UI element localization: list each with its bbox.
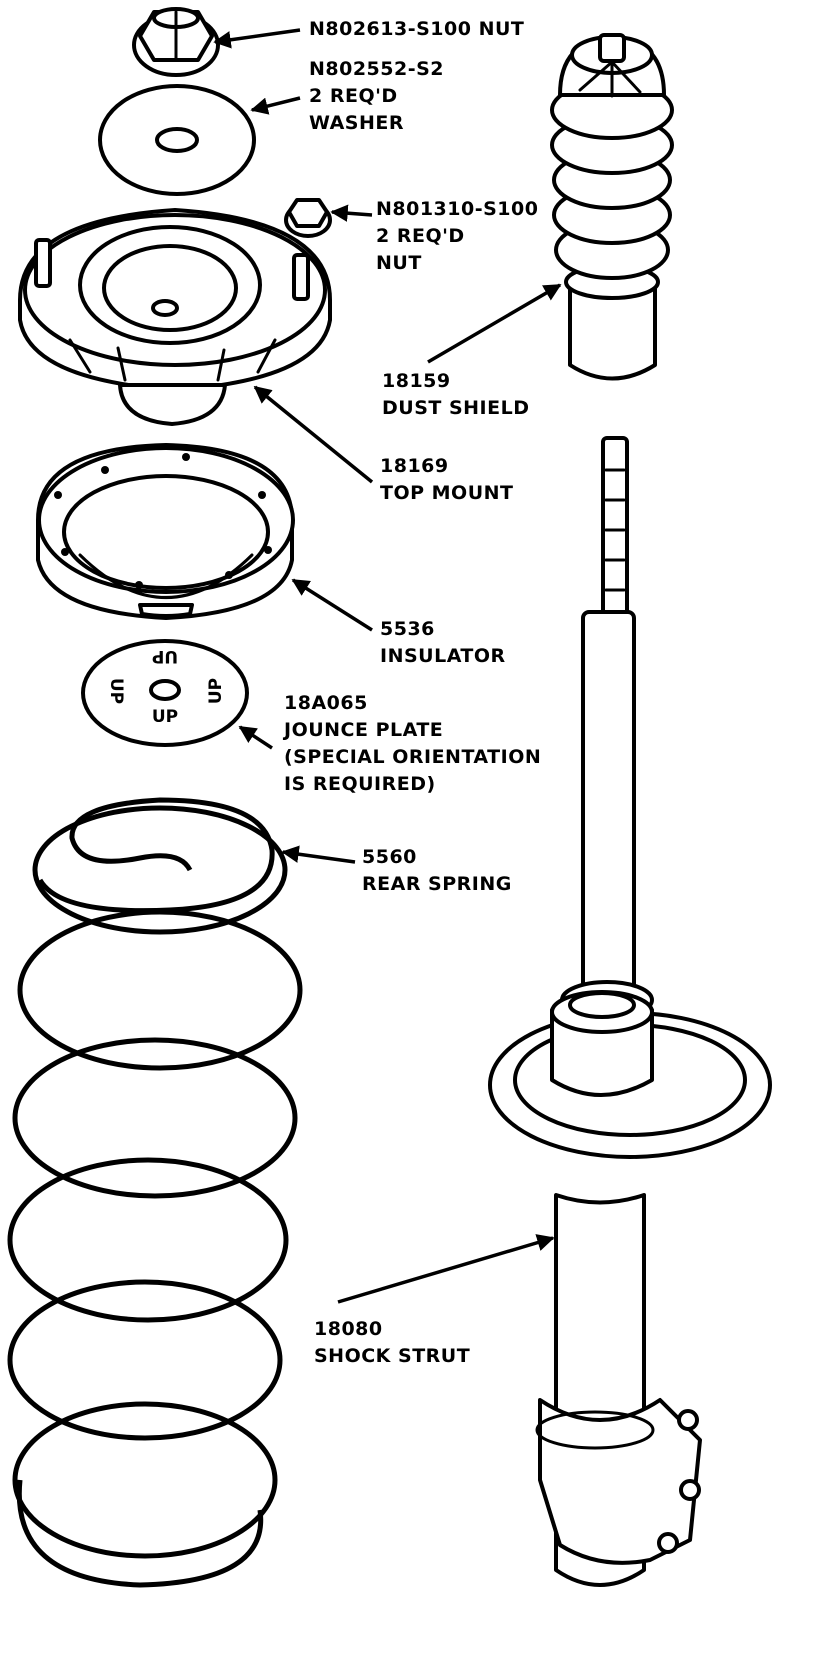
leader-lines	[213, 28, 562, 1304]
flange-nut-small	[284, 198, 332, 238]
washer-quantity: 2 REQ'D	[309, 85, 398, 107]
nut-small-quantity: 2 REQ'D	[376, 225, 465, 247]
jounce-up-mark-bottom: UP	[152, 707, 178, 727]
insulator-callout: 5536 INSULATOR	[380, 616, 506, 670]
nut-small-part-number: N801310-S100	[376, 198, 539, 220]
insulator-part-number: 5536	[380, 618, 435, 640]
shock-strut	[488, 436, 772, 1587]
washer	[98, 84, 256, 196]
jounce-plate: UP UP UP UP	[81, 639, 249, 747]
jounce-plate-note-line-2: IS REQUIRED)	[284, 773, 436, 795]
shock-strut-part-number: 18080	[314, 1318, 383, 1340]
washer-part-number: N802552-S2	[309, 58, 445, 80]
washer-name: WASHER	[309, 112, 405, 134]
nut-top-label: N802613-S100 NUT	[309, 18, 525, 40]
washer-callout: N802552-S2 2 REQ'D WASHER	[309, 56, 444, 137]
rear-spring-callout: 5560 REAR SPRING	[362, 844, 512, 898]
dust-shield	[550, 33, 674, 381]
nut-small-callout: N801310-S100 2 REQ'D NUT	[376, 196, 538, 277]
insulator-name: INSULATOR	[380, 645, 506, 667]
jounce-up-mark-left: UP	[106, 678, 126, 704]
top-mount	[18, 208, 332, 426]
shock-strut-name: SHOCK STRUT	[314, 1345, 471, 1367]
jounce-plate-name: JOUNCE PLATE	[284, 719, 444, 741]
flange-nut-top	[132, 7, 220, 77]
dust-shield-name: DUST SHIELD	[382, 397, 530, 419]
jounce-up-mark-right: UP	[206, 678, 226, 704]
top-mount-callout: 18169 TOP MOUNT	[380, 453, 514, 507]
dust-shield-part-number: 18159	[382, 370, 451, 392]
rear-spring	[7, 797, 303, 1588]
rear-spring-name: REAR SPRING	[362, 873, 512, 895]
jounce-plate-callout: 18A065 JOUNCE PLATE (SPECIAL ORIENTATION…	[284, 690, 541, 798]
top-mount-name: TOP MOUNT	[380, 482, 514, 504]
jounce-plate-note-line-1: (SPECIAL ORIENTATION	[284, 746, 542, 768]
top-mount-part-number: 18169	[380, 455, 449, 477]
nut-top-callout: N802613-S100 NUT	[309, 16, 524, 43]
shock-strut-callout: 18080 SHOCK STRUT	[314, 1316, 470, 1370]
jounce-plate-part-number: 18A065	[284, 692, 368, 714]
insulator	[36, 443, 295, 620]
nut-small-name: NUT	[376, 252, 422, 274]
dust-shield-callout: 18159 DUST SHIELD	[382, 368, 529, 422]
jounce-up-mark-top: UP	[152, 646, 178, 666]
rear-spring-part-number: 5560	[362, 846, 417, 868]
